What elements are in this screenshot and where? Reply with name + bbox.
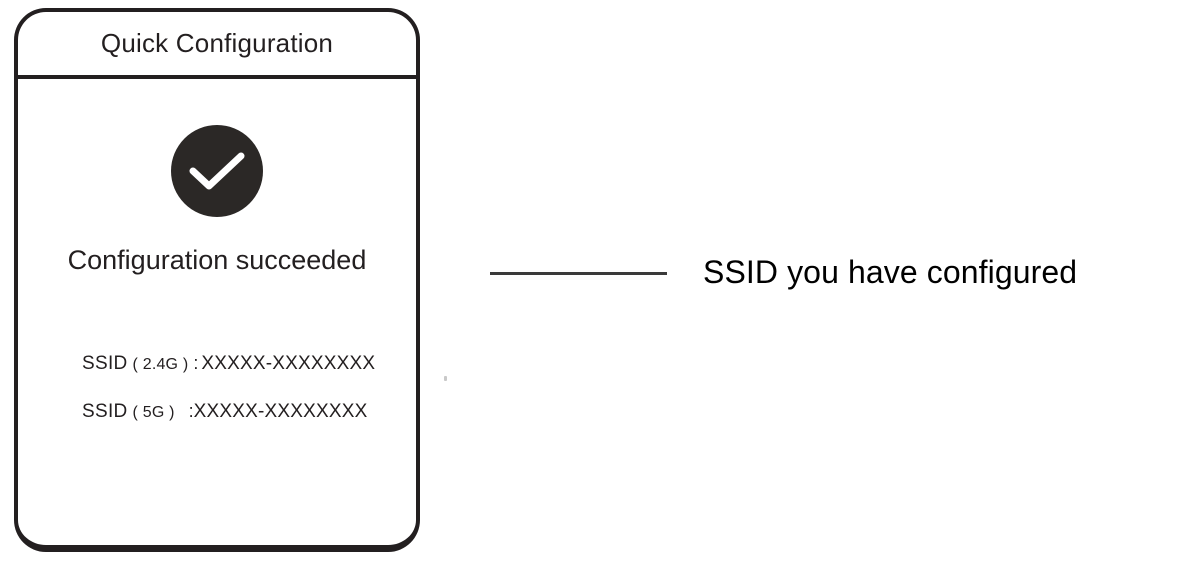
ssid-separator: : [188,401,194,421]
ssid-value: XXXXX-XXXXXXXX [201,353,376,374]
screen-body: Configuration succeeded SSID ( 2.4G ) : … [18,79,416,545]
screen-titlebar: Quick Configuration [18,12,416,75]
list-item: SSID ( 5G ) : XXXXX-XXXXXXXX [82,401,402,423]
ssid-list: SSID ( 2.4G ) : XXXXX-XXXXXXXX SSID ( 5G… [82,353,402,423]
titlebar-divider [14,75,420,79]
ssid-separator: : [193,353,199,373]
ssid-label: SSID [82,401,128,422]
ssid-label: SSID [82,353,128,374]
check-circle-icon [171,125,263,217]
ssid-band: ( 2.4G ) [132,356,189,373]
device-frame: Quick Configuration Configuration succee… [14,8,420,552]
list-item: SSID ( 2.4G ) : XXXXX-XXXXXXXX [82,353,402,375]
ssid-band: ( 5G ) [132,404,175,421]
ssid-value: XXXXX-XXXXXXXX [193,401,368,422]
success-message: Configuration succeeded [67,245,367,275]
scan-artifact-speck [444,376,447,381]
annotation-leader-line [490,272,667,275]
annotation-label: SSID you have configured [703,254,1078,290]
page-title: Quick Configuration [100,28,334,58]
device-screen: Quick Configuration Configuration succee… [14,12,420,545]
